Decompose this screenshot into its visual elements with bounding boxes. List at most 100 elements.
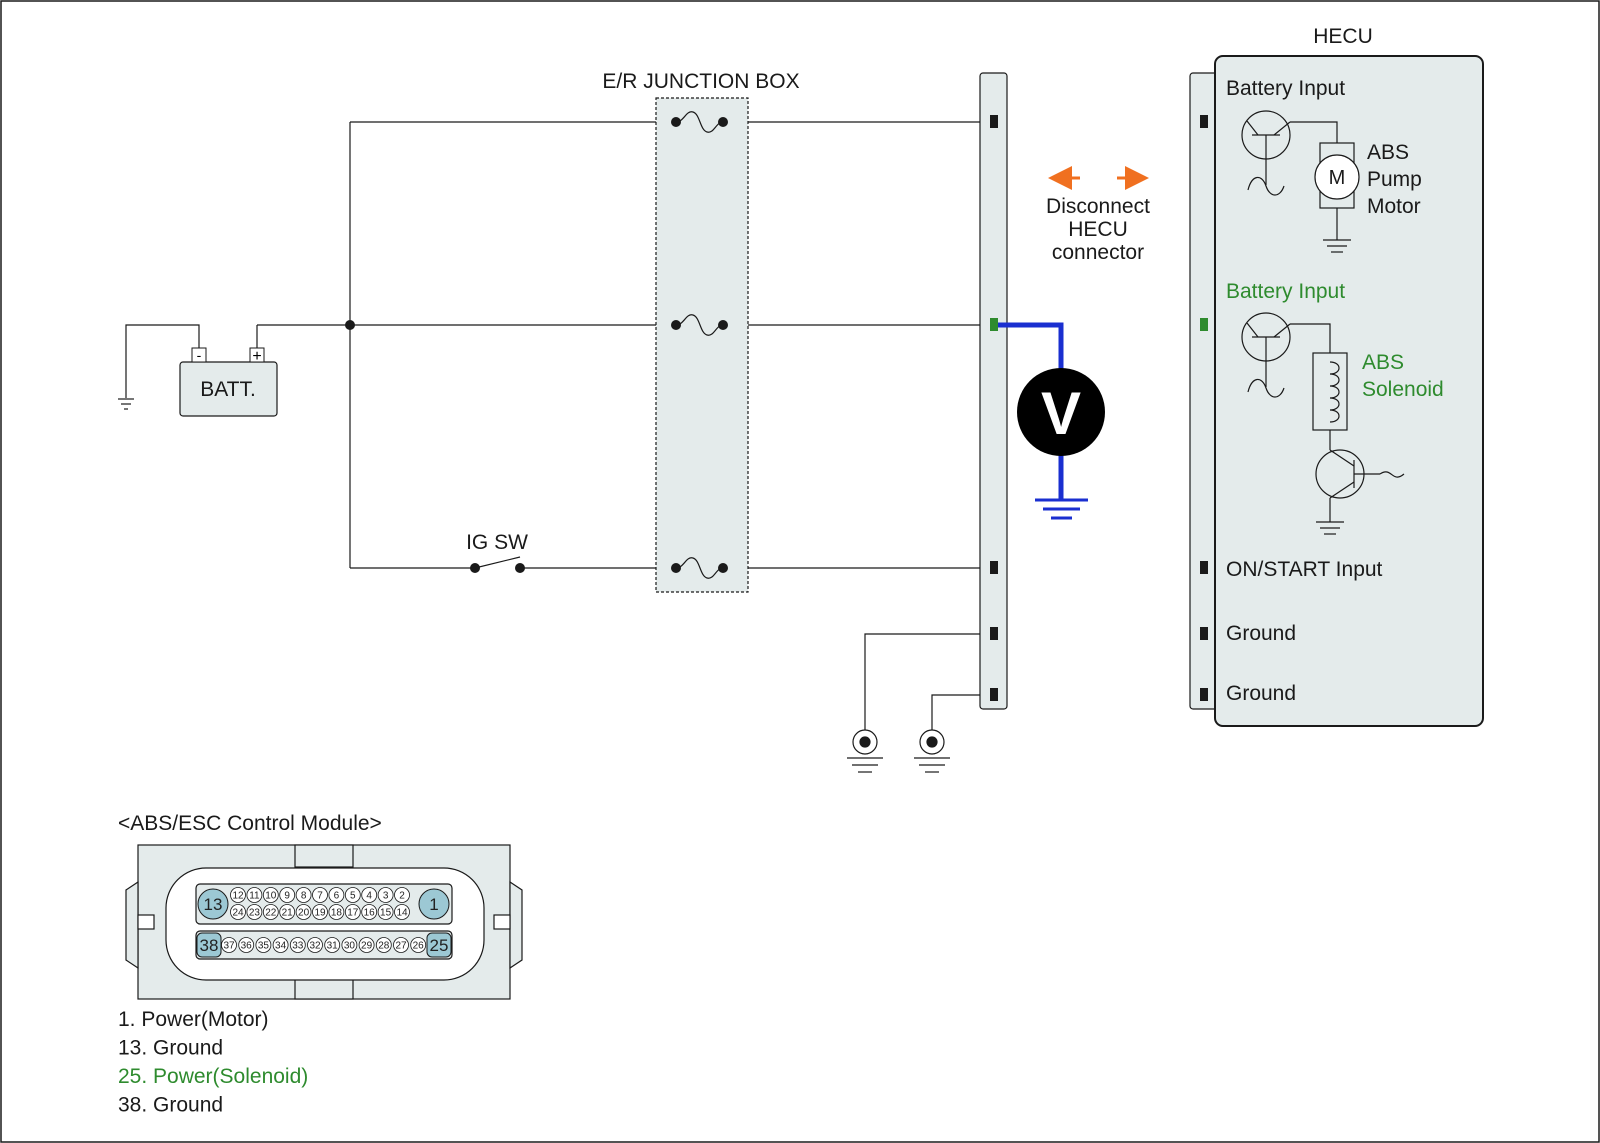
pin-legend-item: 38. Ground [118, 1094, 223, 1117]
motor-symbol: M [1329, 167, 1346, 189]
disconnect-note-line-1: Disconnect [1046, 195, 1150, 218]
battery-negative-symbol: - [197, 347, 202, 363]
hecu-pin [1200, 627, 1208, 640]
pin-label: 28 [378, 941, 390, 952]
meter-lead-positive [998, 322, 1064, 370]
transistor-icon [1241, 312, 1331, 398]
pin-socket [289, 937, 306, 953]
pin-label: 2 [399, 891, 405, 902]
pin-label: 23 [249, 908, 261, 919]
hecu-ground-1: Ground [1226, 622, 1296, 645]
pin-socket [394, 887, 410, 903]
pin-label: 36 [241, 941, 253, 952]
pin-label: 13 [204, 895, 223, 914]
pin-label: 16 [364, 908, 376, 919]
pin-label: 22 [265, 908, 277, 919]
hecu-title: HECU [1313, 25, 1373, 48]
pin-socket [361, 887, 378, 903]
pin-label: 1 [429, 895, 438, 914]
pin-socket [246, 887, 263, 903]
solenoid-label-line-1: ABS [1362, 351, 1404, 374]
pin-label: 21 [282, 908, 294, 919]
solenoid-label-line-2: Solenoid [1362, 378, 1444, 401]
pin-socket [262, 904, 279, 920]
connector-face [125, 844, 523, 1000]
pin-socket [230, 887, 246, 903]
disconnect-note-line-2: HECU [1068, 218, 1128, 241]
pin-label: 38 [200, 936, 219, 955]
transistor-icon [1315, 449, 1405, 535]
pin-label: 27 [395, 941, 407, 952]
pin-label: 31 [327, 941, 339, 952]
pin-label: 4 [366, 891, 372, 902]
pin-socket [394, 904, 410, 920]
hecu-battery-input-2: Battery Input [1226, 280, 1345, 303]
pin-label: 8 [301, 891, 307, 902]
pin-socket [377, 904, 394, 920]
pin-label: 17 [347, 908, 359, 919]
battery-label: BATT. [200, 378, 256, 401]
pin-socket [324, 937, 341, 953]
voltmeter-symbol: V [1041, 380, 1081, 447]
junction-box: E/R JUNCTION BOX [602, 70, 800, 593]
pin-socket [358, 937, 375, 953]
pin-socket [279, 904, 296, 920]
pin-socket [328, 887, 345, 903]
pin-label: 30 [344, 941, 356, 952]
pin-label: 14 [396, 908, 408, 919]
pin-label: 10 [265, 891, 277, 902]
pin-label: 9 [284, 891, 290, 902]
pin-label: 11 [249, 891, 260, 902]
pin-socket [344, 887, 361, 903]
battery-ground-wire [125, 324, 200, 398]
pin-socket [328, 904, 345, 920]
hecu-battery-input-1: Battery Input [1226, 77, 1345, 100]
pin-label: 37 [223, 941, 235, 952]
pin-label: 7 [317, 891, 323, 902]
harness-pin [990, 688, 998, 701]
pin-label: 29 [361, 941, 373, 952]
disconnect-note-line-3: connector [1052, 241, 1144, 264]
hecu-pin [1200, 115, 1208, 128]
battery-positive-symbol: + [252, 348, 261, 365]
pin-label: 32 [309, 941, 321, 952]
hecu-on-start-input: ON/START Input [1226, 558, 1383, 581]
pin-label: 34 [275, 941, 287, 952]
ig-switch-label: IG SW [466, 531, 528, 554]
meter-ground-icon [1035, 498, 1088, 520]
pin-socket [312, 904, 328, 920]
pin-label: 18 [331, 908, 343, 919]
hecu-pin [1200, 561, 1208, 574]
harness-pin-measured [990, 318, 998, 331]
pin-socket [377, 887, 394, 903]
voltmeter-icon: V [1017, 368, 1105, 456]
solenoid-icon [1312, 352, 1348, 450]
harness-pin [990, 627, 998, 640]
hecu-pin-measured [1200, 318, 1208, 331]
connector-title: <ABS/ESC Control Module> [118, 812, 382, 835]
pin-socket [230, 904, 246, 920]
pin-socket [221, 937, 237, 953]
pin-legend-item: 25. Power(Solenoid) [118, 1065, 308, 1088]
pin-label: 19 [314, 908, 326, 919]
battery-ground-icon [118, 398, 134, 410]
fuse-2 [671, 314, 728, 336]
battery: - + BATT. [179, 347, 278, 417]
pin-label: 3 [383, 891, 389, 902]
pin-socket [262, 887, 279, 903]
pin-socket [312, 887, 328, 903]
transistor-icon [1241, 110, 1338, 196]
pin-socket [344, 904, 361, 920]
pin-label: 33 [292, 941, 304, 952]
harness-connector [979, 72, 1008, 710]
pin-socket [341, 937, 358, 953]
pin-label: 6 [334, 891, 340, 902]
pin-label: 15 [380, 908, 392, 919]
motor-label-line-2: Pump [1367, 168, 1422, 191]
harness-pin [990, 115, 998, 128]
fuse-3 [671, 557, 728, 579]
motor-label-line-1: ABS [1367, 141, 1409, 164]
motor-label-line-3: Motor [1367, 195, 1421, 218]
